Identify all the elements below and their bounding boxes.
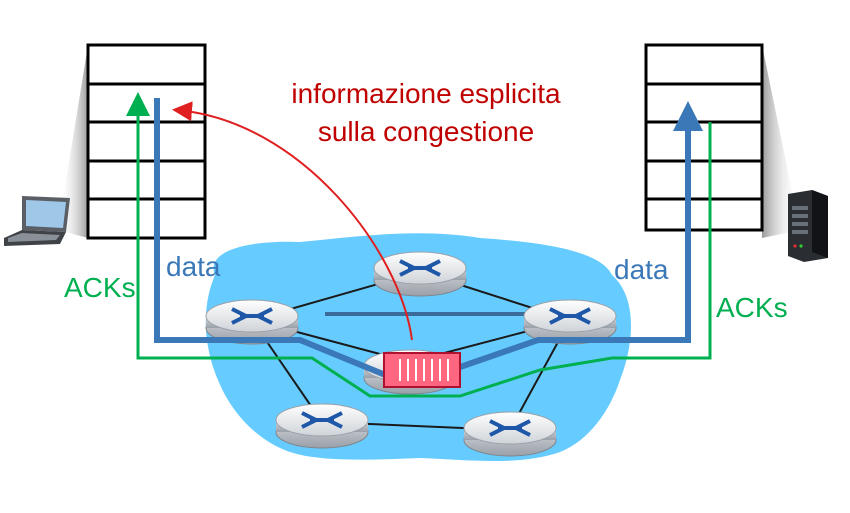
protocol-stack-right <box>644 43 764 232</box>
protocol-stack-left <box>86 43 207 240</box>
host-left-shadow <box>58 45 88 238</box>
congestion-feedback-arrow <box>172 101 413 341</box>
data-label-right: data <box>614 254 669 285</box>
queue-buffer-icon <box>383 352 461 388</box>
router-icon <box>275 403 369 449</box>
annotation-line-1: informazione esplicita <box>291 78 561 109</box>
annotation-line-2: sulla congestione <box>318 116 534 147</box>
router-icon <box>463 411 557 457</box>
router-icon <box>373 251 467 297</box>
ack-flow-path <box>126 92 712 398</box>
data-label-left: data <box>166 251 221 282</box>
acks-label-left: ACKs <box>64 272 136 303</box>
acks-label-right: ACKs <box>716 292 788 323</box>
laptop-icon <box>4 196 70 246</box>
host-right-shadow <box>762 45 800 238</box>
server-icon <box>788 190 828 262</box>
router-icon <box>523 299 617 345</box>
router-icon <box>205 299 299 345</box>
